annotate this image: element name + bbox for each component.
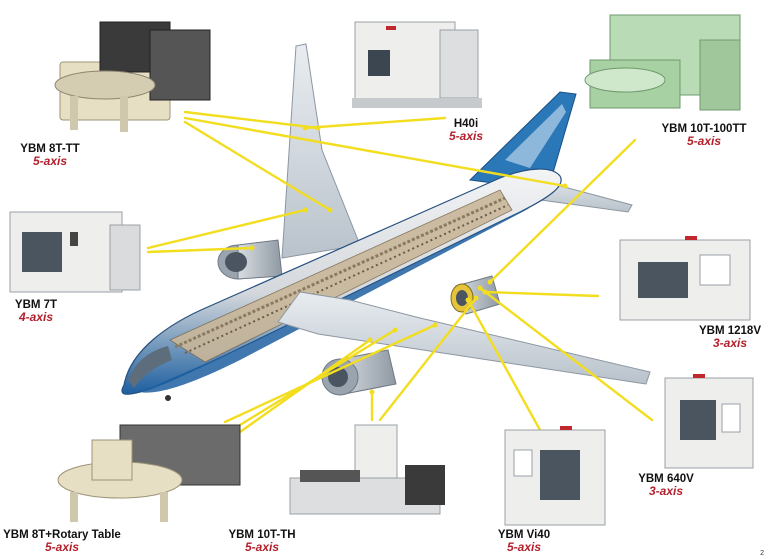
upper-wing	[281, 43, 361, 259]
machine-ybm-vi40	[504, 426, 606, 526]
machine-ybm-7t	[9, 211, 141, 293]
machine-name: YBM 640V	[638, 473, 694, 485]
connector-line	[238, 338, 372, 434]
connector-line	[223, 323, 437, 424]
connector-line	[478, 286, 654, 422]
label-ybm-10t-th: YBM 10T-TH 5-axis	[224, 529, 300, 554]
label-ybm-1218v: YBM 1218V 3-axis	[692, 325, 768, 350]
connector-dot	[302, 207, 308, 213]
connector-line	[146, 208, 307, 250]
machine-axis: 4-axis	[18, 310, 54, 325]
connector-line	[183, 110, 320, 130]
airplane-cutaway	[121, 43, 651, 401]
engine-lower	[321, 349, 397, 396]
engine-upper	[217, 239, 283, 280]
label-ybm-vi40: YBM Vi40 5-axis	[488, 529, 560, 554]
label-ybm-7t: YBM 7T 4-axis	[6, 299, 66, 324]
machine-axis: 3-axis	[648, 484, 684, 499]
connector-dot	[477, 285, 483, 291]
machine-ybm-640v	[664, 374, 754, 469]
connector-dot	[369, 389, 375, 395]
label-h40i: H40i 5-axis	[430, 118, 502, 143]
connector-lines	[146, 110, 654, 434]
machine-h40i	[352, 21, 482, 108]
page-number: 2	[760, 550, 764, 557]
connector-line	[488, 138, 637, 284]
machine-axis: 5-axis	[686, 134, 722, 149]
connector-line	[183, 116, 567, 188]
connector-line	[466, 298, 542, 432]
connector-dot	[432, 322, 438, 328]
machine-name: YBM 10T-100TT	[661, 123, 747, 135]
machine-axis: 5-axis	[506, 540, 542, 555]
label-ybm-8t-rotary: YBM 8T+Rotary Table 5-axis	[0, 529, 124, 554]
machine-axis: 3-axis	[712, 336, 748, 351]
machine-axis: 5-axis	[32, 154, 68, 169]
engine-mid	[450, 275, 501, 315]
machine-name: YBM 8T-TT	[20, 143, 80, 155]
machine-name: YBM 1218V	[698, 325, 761, 337]
machine-name: H40i	[453, 118, 479, 130]
machine-ybm-8t-tt	[54, 21, 211, 132]
connector-line	[303, 116, 447, 130]
connector-dot	[367, 337, 373, 343]
lower-wing	[277, 291, 651, 385]
machine-name: YBM 8T+Rotary Table	[3, 529, 121, 541]
machine-ybm-10t-th	[289, 424, 445, 515]
connector-dot	[302, 125, 308, 131]
machine-axis: 5-axis	[244, 540, 280, 555]
machine-axis: 5-axis	[44, 540, 80, 555]
connector-line	[146, 246, 254, 254]
label-ybm-10t-100tt: YBM 10T-100TT 5-axis	[652, 123, 756, 148]
machine-ybm-8t-rotary	[57, 424, 241, 522]
machine-name: YBM 7T	[14, 299, 58, 311]
connector-dot	[487, 279, 493, 285]
machine-ybm-10t-100tt	[584, 14, 741, 111]
connector-dot	[392, 327, 398, 333]
machine-name: YBM 10T-TH	[228, 529, 296, 541]
connector-dot	[249, 245, 255, 251]
connector-dot	[562, 183, 568, 189]
machine-ybm-1218v	[619, 236, 751, 321]
connector-line	[378, 296, 478, 422]
connector-line	[483, 290, 600, 298]
connector-dot	[465, 297, 471, 303]
connector-dot	[327, 207, 333, 213]
connector-line	[183, 120, 332, 212]
connector-dot	[473, 295, 479, 301]
label-ybm-640v: YBM 640V 3-axis	[628, 473, 704, 498]
machine-axis: 5-axis	[448, 129, 484, 144]
label-ybm-8t-tt: YBM 8T-TT 5-axis	[14, 143, 86, 168]
machine-name: YBM Vi40	[497, 529, 551, 541]
